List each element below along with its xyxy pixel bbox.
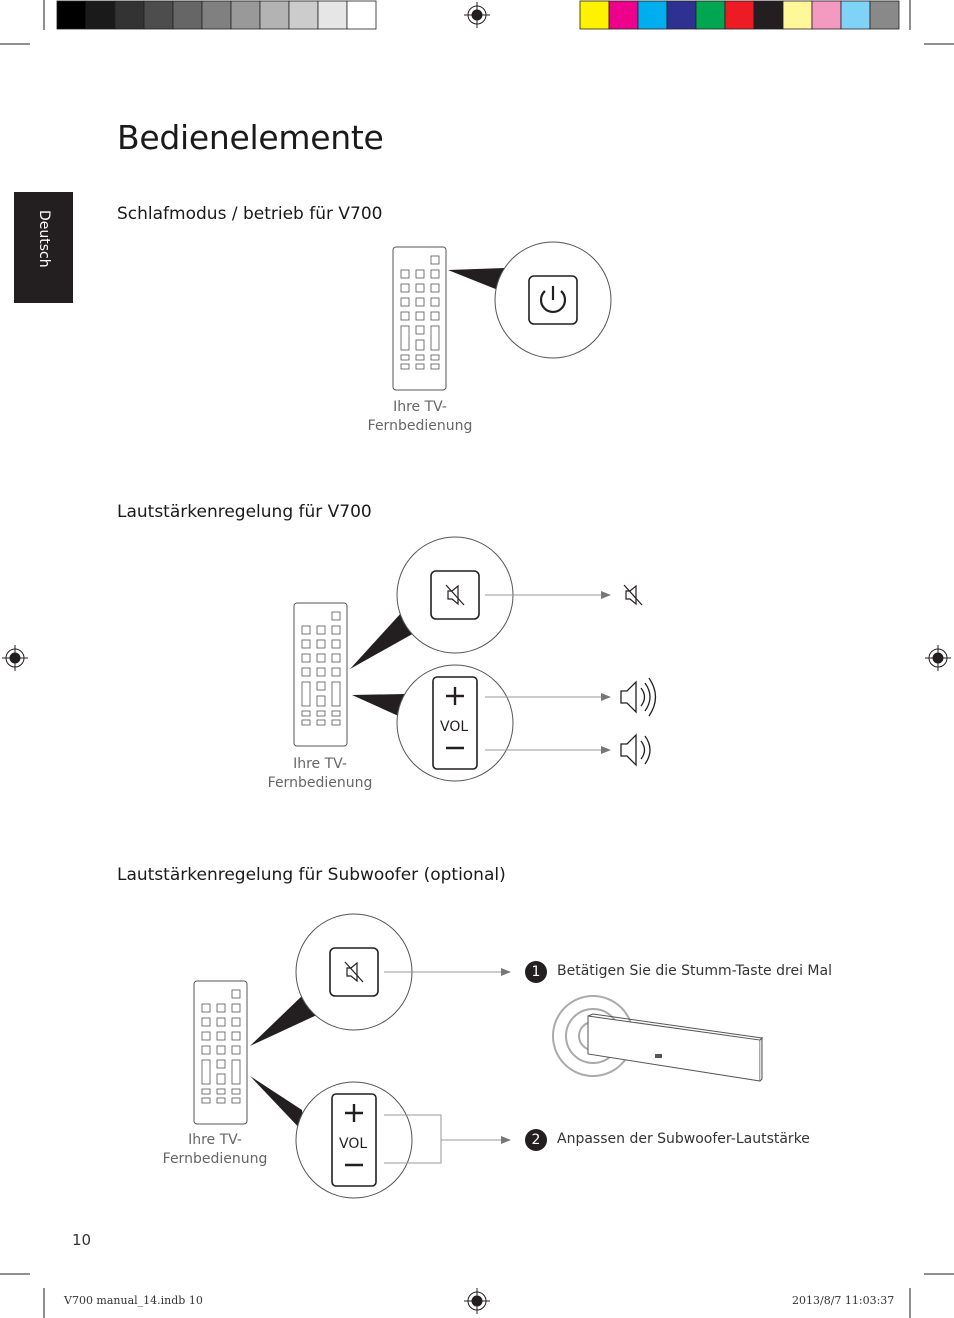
sub-vol-label: VOL bbox=[339, 1136, 368, 1152]
color-swatch bbox=[608, 0, 639, 30]
speaker-loud-icon bbox=[620, 677, 657, 717]
color-swatch bbox=[811, 0, 842, 30]
caption-line2: Fernbedienung bbox=[367, 418, 473, 434]
section-heading-sleep-mode: Schlafmodus / betrieb für V700 bbox=[117, 204, 383, 224]
caption-line1: Ihre TV- bbox=[393, 399, 447, 415]
language-tab-label: Deutsch bbox=[36, 210, 52, 268]
muted-speaker-icon bbox=[623, 584, 643, 606]
caption-line1: Ihre TV- bbox=[188, 1132, 242, 1148]
page-title: Bedienelemente bbox=[117, 118, 384, 157]
process-color-bar bbox=[579, 0, 900, 30]
remote-caption-1: Ihre TV- Fernbedienung bbox=[360, 398, 480, 436]
page-number: 10 bbox=[72, 1231, 92, 1249]
color-swatch bbox=[869, 0, 900, 30]
color-swatch bbox=[346, 0, 377, 30]
color-swatch bbox=[259, 0, 290, 30]
section-heading-subwoofer: Lautstärkenregelung für Subwoofer (optio… bbox=[117, 865, 506, 885]
power-icon bbox=[539, 286, 567, 313]
section3-remote-illustration bbox=[193, 913, 764, 1199]
registration-mark-top bbox=[464, 2, 490, 28]
color-swatch bbox=[230, 0, 261, 30]
step-number-2: 2 bbox=[525, 1129, 547, 1151]
color-swatch bbox=[114, 0, 145, 30]
section-heading-volume: Lautstärkenregelung für V700 bbox=[117, 502, 372, 522]
registration-mark-bottom bbox=[464, 1288, 490, 1314]
footer-timestamp: 2013/8/7 11:03:37 bbox=[792, 1294, 895, 1307]
color-swatch bbox=[782, 0, 813, 30]
remote-caption-2: Ihre TV- Fernbedienung bbox=[260, 755, 380, 793]
step-text-1: Betätigen Sie die Stumm-Taste drei Mal bbox=[557, 963, 832, 979]
color-swatch bbox=[637, 0, 668, 30]
caption-line2: Fernbedienung bbox=[162, 1151, 268, 1167]
caption-line1: Ihre TV- bbox=[293, 756, 347, 772]
color-swatch bbox=[56, 0, 87, 30]
color-swatch bbox=[85, 0, 116, 30]
color-swatch bbox=[288, 0, 319, 30]
color-swatch bbox=[579, 0, 610, 30]
language-tab: Deutsch bbox=[14, 192, 73, 303]
color-swatch bbox=[695, 0, 726, 30]
caption-line2: Fernbedienung bbox=[267, 775, 373, 791]
speaker-soft-icon bbox=[620, 733, 651, 767]
color-swatch bbox=[317, 0, 348, 30]
vol-label: VOL bbox=[440, 719, 469, 735]
color-swatch bbox=[840, 0, 871, 30]
step-text-2: Anpassen der Subwoofer-Lautstärke bbox=[557, 1131, 810, 1147]
footer-file: V700 manual_14.indb 10 bbox=[64, 1294, 203, 1307]
color-swatch bbox=[172, 0, 203, 30]
step-number-1: 1 bbox=[525, 961, 547, 983]
color-swatch bbox=[724, 0, 755, 30]
registration-mark-right bbox=[925, 645, 951, 671]
section2-remote-illustration bbox=[293, 536, 657, 782]
remote-caption-3: Ihre TV- Fernbedienung bbox=[155, 1131, 275, 1169]
color-swatch bbox=[201, 0, 232, 30]
color-swatch bbox=[753, 0, 784, 30]
registration-mark-left bbox=[2, 645, 28, 671]
section1-remote-illustration bbox=[392, 241, 612, 391]
gray-color-bar bbox=[56, 0, 377, 30]
soundbar-illustration bbox=[552, 995, 764, 1082]
pointer-wedge bbox=[448, 268, 505, 292]
